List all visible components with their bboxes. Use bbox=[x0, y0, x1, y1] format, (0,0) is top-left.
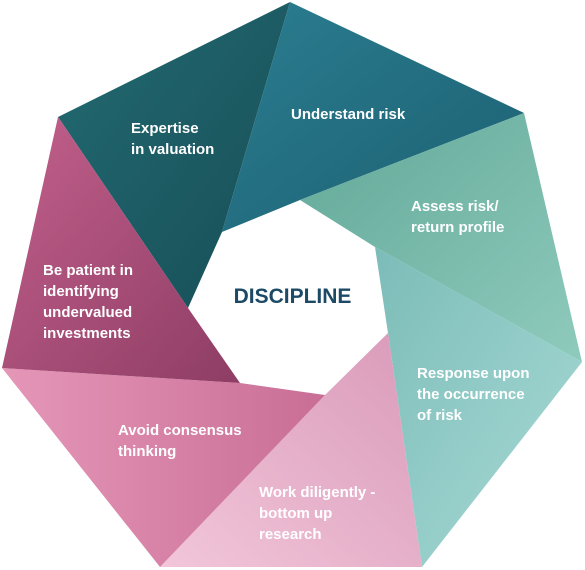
segment-work bbox=[160, 333, 422, 567]
label-avoid: Avoid consensus thinking bbox=[118, 422, 242, 460]
label-patient: Be patient in identifying undervalued in… bbox=[43, 262, 134, 342]
segment-response bbox=[375, 247, 582, 567]
center-title: DISCIPLINE bbox=[233, 285, 352, 308]
segment-patient bbox=[2, 117, 240, 383]
label-expertise: Expertise in valuation bbox=[131, 120, 215, 158]
segment-assess bbox=[300, 113, 582, 362]
segment-avoid bbox=[2, 368, 325, 567]
segment-understand bbox=[222, 2, 524, 232]
label-assess: Assess risk/ return profile bbox=[411, 198, 505, 236]
label-understand: Understand risk bbox=[291, 106, 406, 123]
segment-expertise bbox=[58, 2, 290, 308]
label-work: Work diligently - bottom up research bbox=[259, 484, 376, 543]
label-response: Response upon the occurrence of risk bbox=[417, 365, 530, 424]
